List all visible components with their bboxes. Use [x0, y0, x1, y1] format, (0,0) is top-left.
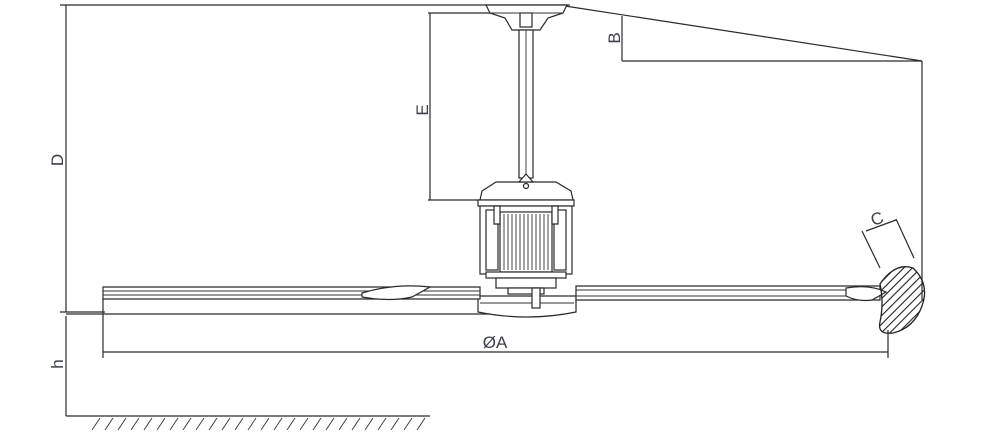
floor-hatch-stroke — [195, 417, 205, 431]
floor-hatch-stroke — [390, 417, 400, 431]
floor-hatch-stroke — [351, 417, 361, 431]
motor-housing — [477, 173, 575, 295]
floor-hatch-stroke — [273, 417, 283, 431]
floor-hatch-stroke — [130, 417, 140, 431]
dimension-a-label: ØA — [483, 333, 508, 352]
floor-hatch-stroke — [325, 417, 335, 431]
dimension-b: B — [564, 5, 923, 300]
dimension-d-label: D — [48, 154, 67, 166]
floor — [66, 415, 430, 431]
floor-hatch-stroke — [169, 417, 179, 431]
dimension-a: ØA — [66, 299, 889, 358]
downrod — [518, 29, 534, 179]
dimension-c: C — [861, 208, 915, 269]
dimension-c-label: C — [868, 208, 886, 230]
dimension-h: h — [48, 316, 67, 416]
floor-hatch-stroke — [299, 417, 309, 431]
floor-hatch-stroke — [221, 417, 231, 431]
fan-hub — [477, 287, 577, 318]
floor-hatch-stroke — [377, 417, 387, 431]
floor-hatch-stroke — [143, 417, 153, 431]
floor-hatch-stroke — [364, 417, 374, 431]
dimension-h-label: h — [48, 359, 67, 368]
floor-hatch-stroke — [117, 417, 127, 431]
floor-hatch-stroke — [182, 417, 192, 431]
floor-hatch-stroke — [91, 417, 101, 431]
dimension-e-label: E — [413, 104, 432, 115]
floor-hatch-stroke — [338, 417, 348, 431]
blade-left — [102, 285, 481, 301]
floor-hatch-stroke — [260, 417, 270, 431]
floor-hatch-stroke — [312, 417, 322, 431]
blade-right — [575, 285, 888, 302]
dimension-b-label: B — [605, 32, 624, 43]
floor-hatch-stroke — [403, 417, 413, 431]
ceiling-mount — [485, 4, 568, 31]
floor-hatch-stroke — [416, 417, 426, 431]
floor-hatch-stroke — [286, 417, 296, 431]
floor-hatch-stroke — [247, 417, 257, 431]
dimension-e: E — [413, 12, 510, 201]
floor-hatch-stroke — [104, 417, 114, 431]
floor-hatch-stroke — [156, 417, 166, 431]
floor-hatch-stroke — [208, 417, 218, 431]
blade-section — [878, 266, 926, 334]
floor-hatch-stroke — [234, 417, 244, 431]
dimension-d: D — [48, 5, 105, 313]
